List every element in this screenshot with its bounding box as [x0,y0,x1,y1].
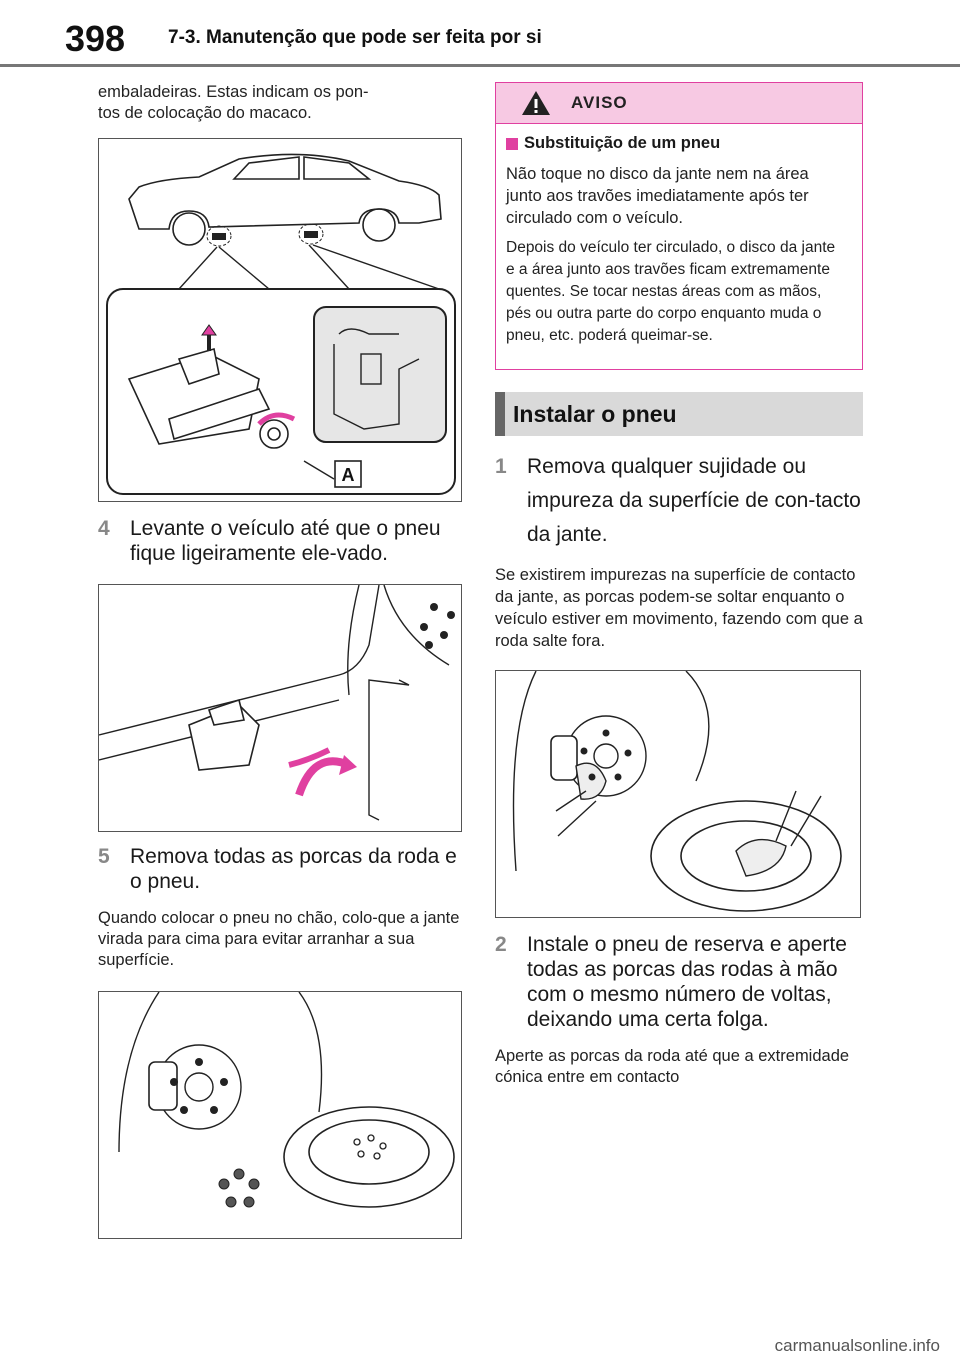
step-4-text: Levante o veículo até que o pneu fique l… [130,517,441,565]
install-step-1: 1 Remova qualquer sujidade ou impureza d… [495,450,863,552]
intro-text: embaladeiras. Estas indicam os pon- tos … [98,83,369,122]
step-5-text: Remova todas as porcas da roda e o pneu. [130,845,457,893]
step-5: 5 Remova todas as porcas da roda e o pne… [98,844,462,894]
install-step-2-note: Aperte as porcas da roda até que a extre… [495,1047,850,1086]
section-title: 7-3. Manutenção que pode ser feita por s… [168,27,542,48]
step-5-note: Quando colocar o pneu no chão, colo-que … [98,909,460,969]
warning-subtitle-text: Substituição de um pneu [524,134,721,152]
install-step-1-number: 1 [495,455,507,478]
warning-paragraph-2: Depois do veículo ter circulado, o disco… [506,239,836,344]
warning-body: Substituição de um pneu Não toque no dis… [496,124,862,369]
jack-lift-illustration [99,585,455,821]
install-step-2-text: Instale o pneu de reserva e aperte todas… [527,933,847,1031]
watermark: carmanualsonline.info [774,1336,940,1355]
step-4: 4 Levante o veículo até que o pneu fique… [98,516,462,566]
warning-title: AVISO [571,93,628,112]
install-step-2-number: 2 [495,933,507,956]
car-jack-illustration: A [106,153,456,495]
right-column: AVISO Substituição de um pneu Não toque … [495,82,863,1088]
bullet-square-icon [506,137,518,150]
step-4-number: 4 [98,517,110,540]
install-tire-title: Instalar o pneu [513,400,677,427]
wheel-removed-illustration [118,992,455,1208]
install-tire-heading: Instalar o pneu [495,392,863,436]
page-header: 398 7-3. Manutenção que pode ser feita p… [0,0,960,70]
figure-label-a: A [342,465,355,485]
left-column: embaladeiras. Estas indicam os pon- tos … [98,82,462,1239]
remove-wheel-figure [98,991,462,1239]
warning-subtitle: Substituição de um pneu [506,134,848,153]
install-step-1-note: Se existirem impurezas na superfície de … [495,566,863,650]
page-number: 398 [65,18,126,59]
install-step-2: 2 Instale o pneu de reserva e aperte tod… [495,932,863,1032]
warning-paragraph-1: Não toque no disco da jante nem na área … [506,165,809,227]
install-step-1-text: Remova qualquer sujidade ou impureza da … [527,455,861,546]
warning-header: AVISO [496,83,862,124]
header-divider [0,64,960,67]
clean-surface-illustration [512,671,842,912]
step-5-number: 5 [98,845,110,868]
clean-hub-figure [495,670,861,918]
lift-vehicle-figure [98,584,462,832]
warning-box: AVISO Substituição de um pneu Não toque … [495,82,863,370]
jack-points-figure: A [98,138,462,502]
warning-icon [522,91,550,115]
